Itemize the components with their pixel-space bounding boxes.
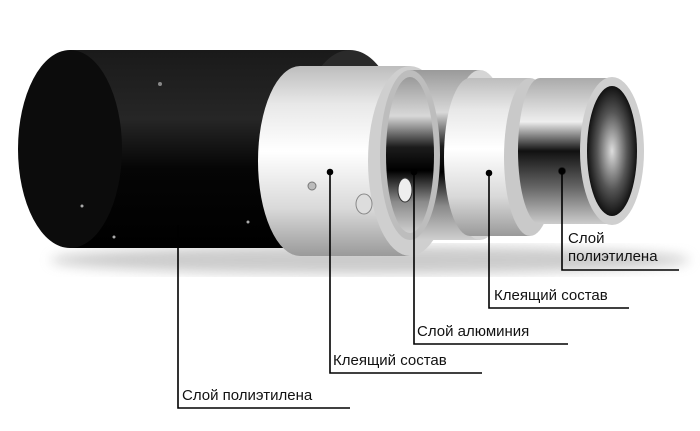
- label-outer-adhesive: Клеящий состав: [333, 352, 447, 369]
- inner-polyethylene-layer: [518, 77, 644, 225]
- label-inner-adhesive: Клеящий состав: [494, 287, 608, 304]
- leader-lines: [177, 167, 679, 409]
- label-aluminium: Слой алюминия: [417, 323, 530, 340]
- label-inner-polyethylene-line1: Слой: [568, 230, 605, 247]
- label-outer-polyethylene: Слой полиэтилена: [182, 387, 313, 404]
- label-inner-polyethylene-line2: полиэтилена: [568, 248, 658, 265]
